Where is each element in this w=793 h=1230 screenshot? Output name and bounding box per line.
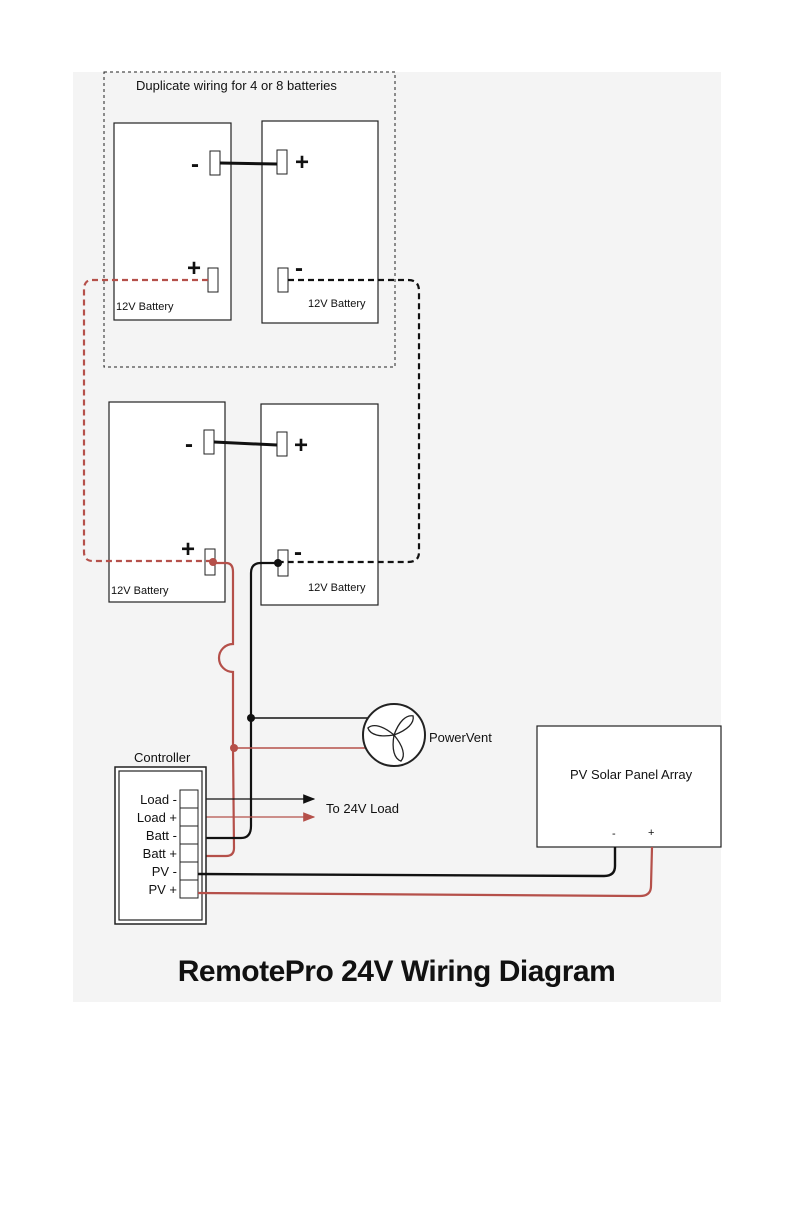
battery-bottom-right: + - 12V Battery <box>261 404 378 605</box>
terminal-pos-sign: + <box>181 536 195 563</box>
controller-terminal-load-neg: Load - <box>140 792 177 807</box>
terminal-neg-sign: - <box>295 255 303 282</box>
controller-terminal-pv-neg: PV - <box>152 864 177 879</box>
controller-terminal-block <box>180 790 198 898</box>
controller-terminal-batt-neg: Batt - <box>146 828 177 843</box>
pv-solar-array: PV Solar Panel Array - + <box>537 726 721 847</box>
terminal-pos-sign: + <box>295 149 309 176</box>
pv-array-plus: + <box>648 827 654 839</box>
junction-dot-fan-negative <box>247 714 255 722</box>
controller-title: Controller <box>134 750 191 765</box>
terminal-neg <box>204 430 214 454</box>
terminal-neg <box>278 268 288 292</box>
terminal-pos <box>277 432 287 456</box>
battery-label: 12V Battery <box>116 301 174 313</box>
pv-array-label: PV Solar Panel Array <box>570 767 693 782</box>
junction-dot-negative-battery <box>274 559 282 567</box>
battery-label: 12V Battery <box>111 585 169 597</box>
junction-dot-fan-positive <box>230 744 238 752</box>
pv-array-minus: - <box>612 828 616 840</box>
controller-terminal-load-pos: Load + <box>137 810 177 825</box>
terminal-neg-sign: - <box>185 431 193 458</box>
terminal-pos <box>277 150 287 174</box>
junction-dot-positive-battery <box>209 558 217 566</box>
terminal-neg-sign: - <box>191 151 199 178</box>
battery-bottom-left: - + 12V Battery <box>109 402 225 602</box>
battery-label: 12V Battery <box>308 298 366 310</box>
fan-label: PowerVent <box>429 730 492 745</box>
fan-icon <box>363 704 425 766</box>
series-jumper-top <box>220 163 277 164</box>
diagram-title: RemotePro 24V Wiring Diagram <box>0 955 793 989</box>
duplicate-wiring-note: Duplicate wiring for 4 or 8 batteries <box>136 78 337 93</box>
load-label: To 24V Load <box>326 801 399 816</box>
battery-top-right: + - 12V Battery <box>262 121 378 323</box>
controller: Controller Load - Load + Batt - Batt + P… <box>115 750 206 924</box>
controller-terminal-batt-pos: Batt + <box>143 846 177 861</box>
battery-top-left: - + 12V Battery <box>114 123 231 320</box>
terminal-pos-sign: + <box>294 432 308 459</box>
controller-terminal-pv-pos: PV + <box>148 882 177 897</box>
battery-label: 12V Battery <box>308 582 366 594</box>
terminal-neg <box>210 151 220 175</box>
terminal-pos <box>208 268 218 292</box>
terminal-pos-sign: + <box>187 255 201 282</box>
